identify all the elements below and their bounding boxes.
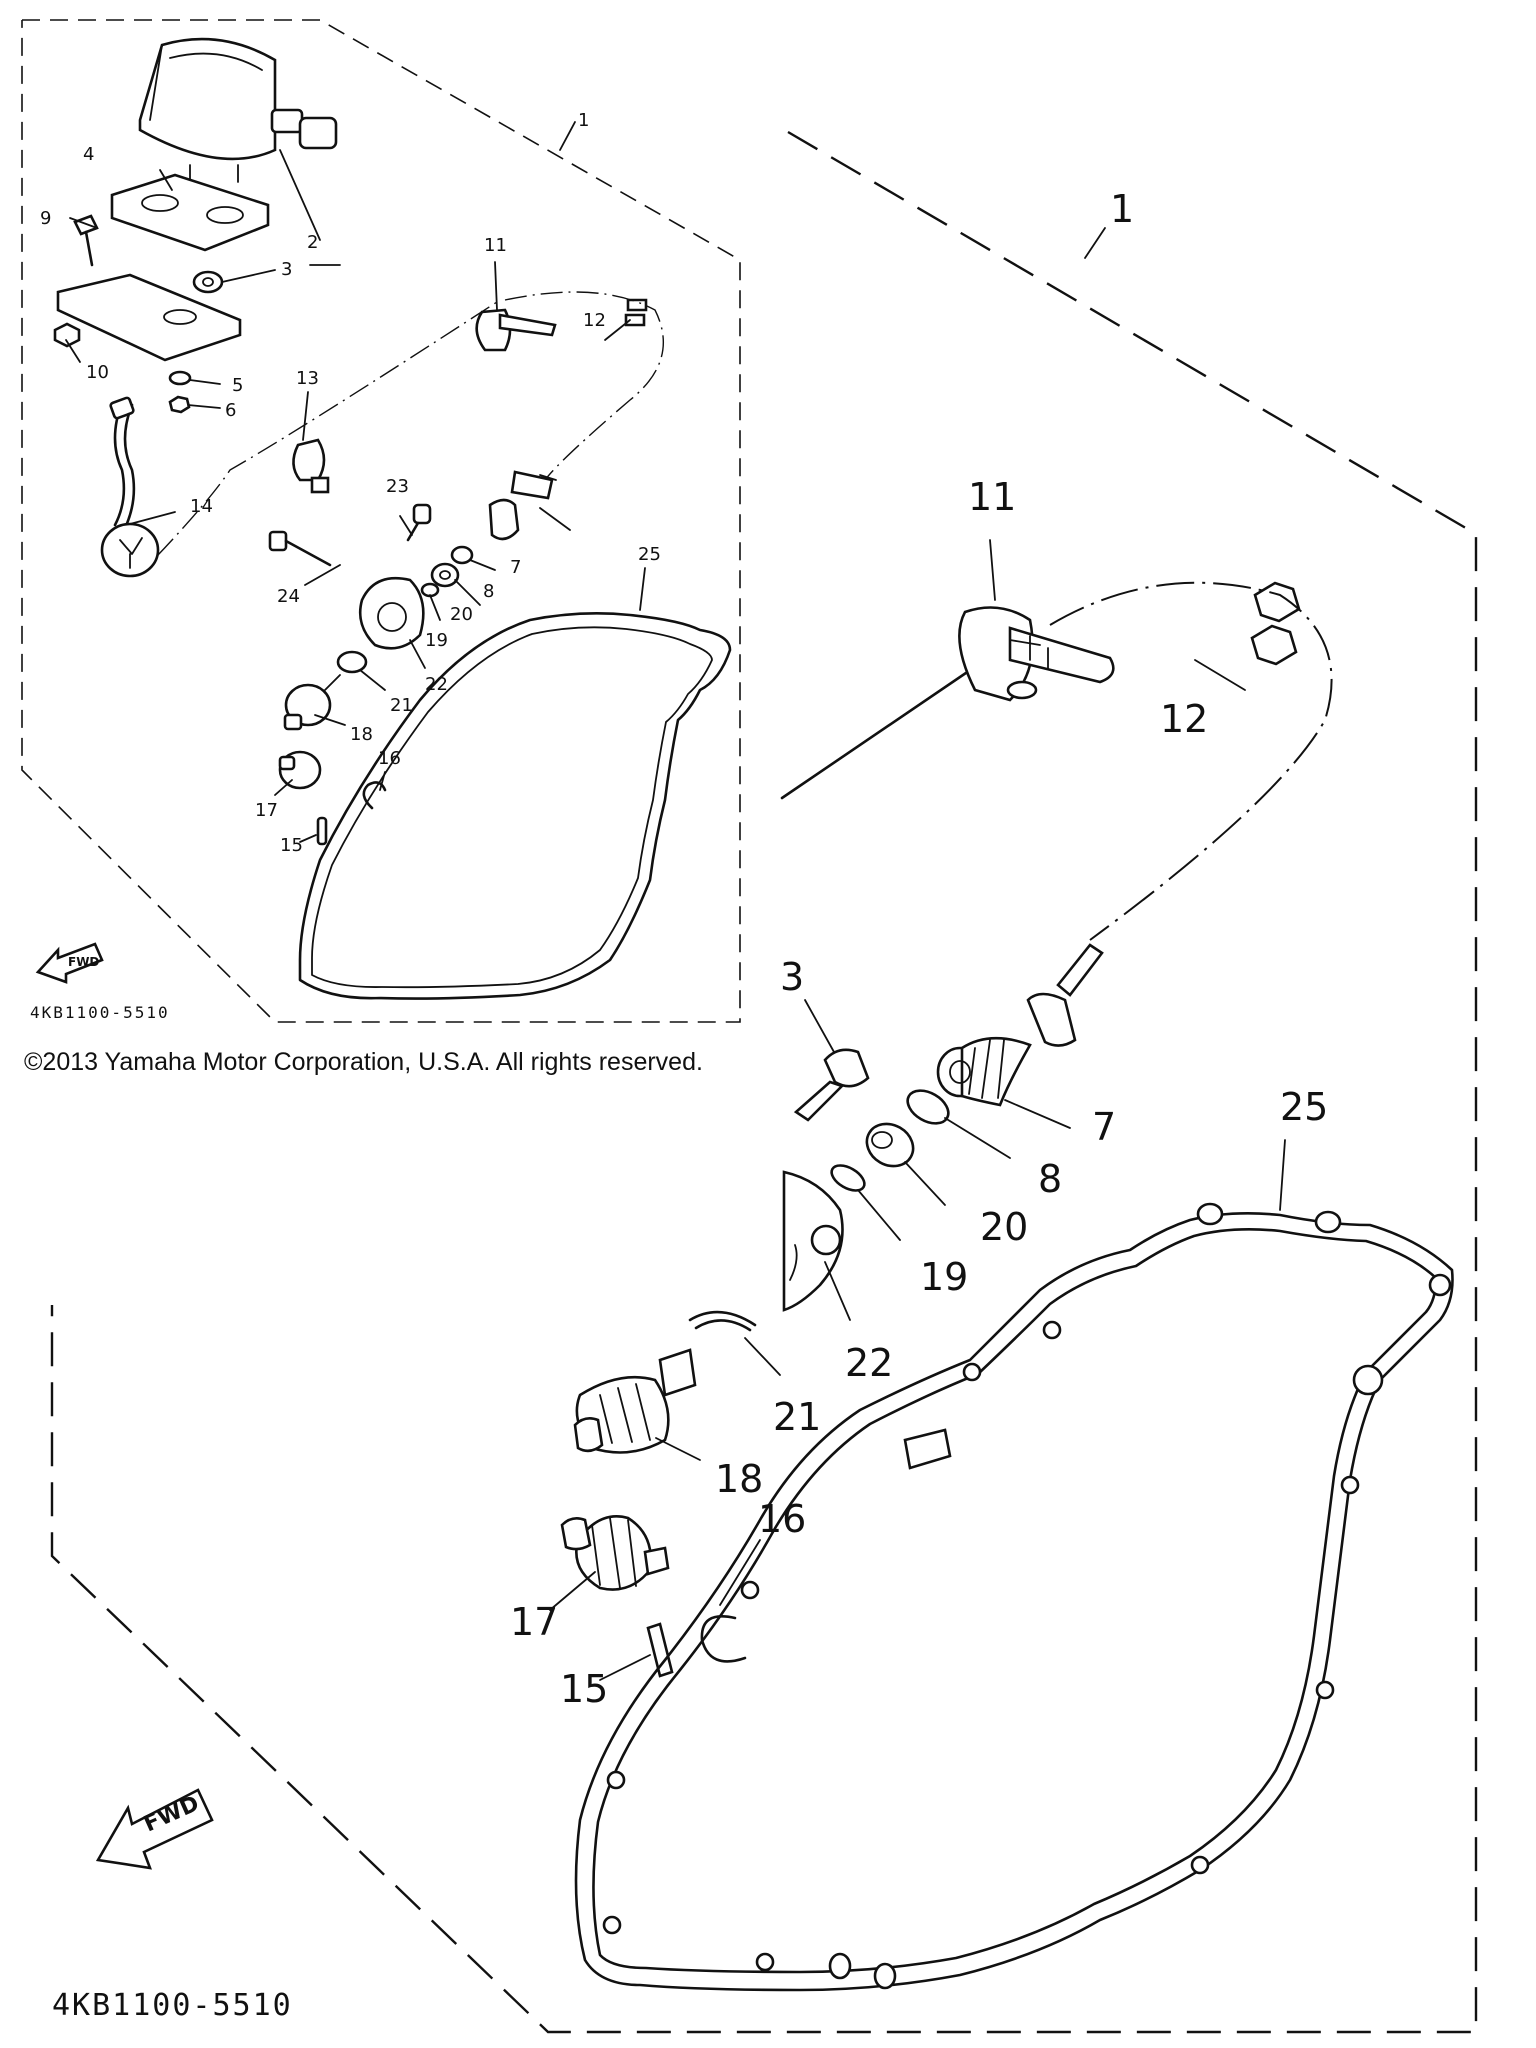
drive-shaft-7 [936,943,1104,1107]
inset-diagram: 1 2 3 4 5 6 7 8 9 10 11 12 13 14 15 16 1… [21,19,741,1023]
inset-label-24: 24 [277,586,300,607]
inset-label-19: 19 [425,630,448,651]
inset-label-12: 12 [583,310,606,331]
label-18: 18 [715,1457,763,1501]
clamp-11 [958,606,1115,702]
inset-label-25: 25 [638,544,661,565]
gasket-25 [574,1202,1454,1992]
label-3-partial: 3 [780,955,804,999]
label-15: 15 [560,1667,608,1711]
inset-label-5: 5 [232,375,243,396]
inset-label-18: 18 [350,724,373,745]
inset-drawing-code: 4KB1100-5510 [30,1003,170,1022]
inset-label-16: 16 [378,748,401,769]
drawing-code: 4KB1100-5510 [52,1988,293,2023]
meter-bracket [110,173,270,252]
inset-label-17: 17 [255,800,278,821]
inset-label-15: 15 [280,835,303,856]
label-11: 11 [968,475,1016,519]
bolt-23 [793,1048,870,1122]
label-17: 17 [510,1600,558,1644]
gear-18 [573,1348,697,1454]
label-20: 20 [980,1205,1028,1249]
inset-label-8: 8 [483,581,494,602]
inset-fwd-label: FWD [68,955,99,969]
main-diagram: 1 11 12 3 7 8 20 19 22 21 18 16 17 15 25… [50,130,1478,2034]
seal-20 [865,1122,915,1168]
inset-label-1: 1 [578,110,589,131]
fwd-arrow: FWD [95,1788,214,1870]
label-7: 7 [1092,1105,1116,1149]
speedometer-cable [1049,581,1333,941]
label-25: 25 [1280,1085,1328,1129]
inset-label-14: 14 [190,496,213,517]
inset-label-11: 11 [484,235,507,256]
clip-12 [1250,581,1301,666]
copyright-notice: ©2013 Yamaha Motor Corporation, U.S.A. A… [24,1048,703,1076]
inset-label-13: 13 [296,368,319,389]
label-19: 19 [920,1255,968,1299]
label-8: 8 [1038,1157,1062,1201]
label-16: 16 [758,1497,806,1541]
mount-plate [56,273,242,362]
label-22: 22 [845,1341,893,1385]
inset-label-6: 6 [225,400,236,421]
inset-label-23: 23 [386,476,409,497]
inset-label-20: 20 [450,604,473,625]
label-12: 12 [1160,697,1208,741]
gear-17 [560,1515,670,1591]
inset-label-22: 22 [425,674,448,695]
housing-22 [782,1170,844,1312]
label-1: 1 [1110,187,1134,231]
inset-fwd-arrow: FWD [35,942,104,984]
meter-assembly [138,37,338,186]
inset-label-21: 21 [390,695,413,716]
label-21: 21 [773,1395,821,1439]
inset-label-3: 3 [281,259,292,280]
inset-label-2: 2 [307,232,318,253]
inset-label-4: 4 [83,144,94,165]
inset-label-10: 10 [86,362,109,383]
inset-label-9: 9 [40,208,51,229]
inset-label-7: 7 [510,557,521,578]
